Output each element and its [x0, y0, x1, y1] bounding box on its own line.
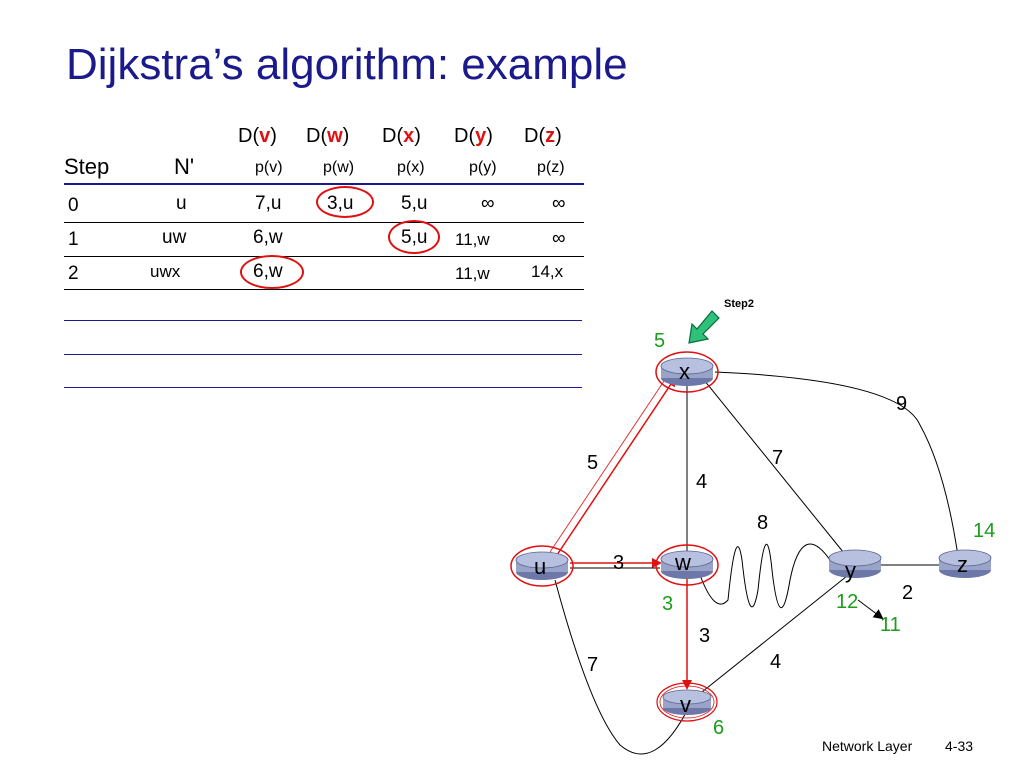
row0-step: 0 — [68, 195, 79, 216]
header-var: v — [259, 125, 271, 147]
cost-x-y: 7 — [772, 447, 783, 469]
node-u: u — [510, 545, 574, 587]
header-prefix: D( — [306, 125, 328, 147]
node-label-z: z — [957, 552, 968, 577]
pred-header-z: p(z) — [537, 159, 565, 176]
cost-u-v: 7 — [587, 654, 598, 676]
empty-row-rule — [64, 320, 582, 321]
pred-header-x: p(x) — [397, 159, 425, 176]
node-z: z — [938, 549, 992, 578]
footer-page: 4-33 — [945, 738, 974, 754]
node-label-u: u — [534, 554, 546, 579]
cost-x-w: 4 — [696, 471, 707, 493]
cost-y-z: 2 — [902, 582, 913, 604]
cost-w-y: 8 — [757, 512, 768, 534]
row0-y: ∞ — [481, 193, 495, 214]
header-dz: D(z) — [524, 126, 562, 146]
row1-v: 6,w — [253, 227, 283, 248]
node-v: v — [656, 682, 718, 722]
pred-header-v: p(v) — [255, 159, 283, 176]
row2-n: uwx — [150, 262, 181, 281]
header-dx: D(x) — [382, 126, 421, 146]
cost-u-x: 5 — [587, 452, 598, 474]
row0-z: ∞ — [552, 193, 566, 214]
cost-v-y: 4 — [770, 651, 781, 673]
header-prefix: D( — [382, 125, 404, 147]
step-marker-arrow — [688, 310, 720, 344]
node-y: y — [828, 549, 882, 583]
header-var: w — [327, 125, 343, 147]
selected-cell-ring — [316, 186, 374, 218]
header-prefix: D( — [454, 125, 476, 147]
row0-v: 7,u — [255, 193, 282, 214]
row2-step: 2 — [68, 263, 79, 284]
selected-cell-ring — [240, 255, 304, 289]
n-header: N' — [174, 154, 195, 179]
edge-w-y — [699, 543, 831, 608]
row1-n: uw — [162, 227, 187, 248]
dist-w: 3 — [662, 593, 673, 615]
edge-x-y — [703, 379, 849, 559]
edge-x-z — [714, 371, 959, 557]
edge-u-v — [554, 579, 691, 755]
empty-row-rule — [64, 354, 582, 355]
y-update-arrow — [857, 599, 884, 620]
dist-y-old: 12 — [836, 591, 858, 613]
header-suffix: ) — [555, 125, 562, 147]
step-header: Step — [64, 154, 110, 179]
edge-v-y — [701, 571, 853, 693]
header-prefix: D( — [238, 125, 260, 147]
header-prefix: D( — [524, 125, 546, 147]
header-dw: D(w) — [306, 126, 349, 146]
slide-title: Dijkstra’s algorithm: example — [66, 40, 628, 89]
node-w: w — [655, 544, 719, 586]
dist-y-new: 11 — [880, 614, 901, 636]
selected-cell-ring — [388, 220, 440, 254]
pred-header-y: p(y) — [469, 159, 497, 176]
row1-y: 11,w — [455, 230, 490, 249]
cost-x-z: 9 — [896, 393, 907, 415]
row2-z: 14,x — [531, 262, 564, 281]
row-rule — [64, 222, 584, 223]
row0-x: 5,u — [401, 193, 428, 214]
row-rule — [64, 289, 584, 290]
row-rule — [64, 256, 584, 257]
empty-row-rule — [64, 387, 582, 388]
cost-w-v: 3 — [699, 625, 710, 647]
step-marker-label: Step2 — [724, 298, 754, 310]
dist-v: 6 — [713, 717, 724, 739]
header-suffix: ) — [342, 125, 350, 147]
node-label-v: v — [680, 692, 691, 717]
table-header-rule — [64, 183, 584, 185]
header-var: y — [475, 125, 487, 147]
node-label-y: y — [845, 558, 856, 583]
node-x: x — [655, 351, 719, 393]
header-suffix: ) — [486, 125, 493, 147]
dist-z: 14 — [973, 520, 995, 542]
dist-x: 5 — [654, 330, 665, 352]
header-dy: D(y) — [454, 126, 493, 146]
row0-n: u — [176, 193, 187, 214]
pred-header-w: p(w) — [323, 159, 355, 176]
row1-step: 1 — [68, 229, 79, 250]
node-label-x: x — [679, 359, 690, 384]
footer-chapter: Network Layer — [822, 738, 913, 754]
header-dv: D(v) — [238, 126, 277, 146]
header-var: z — [545, 125, 556, 147]
row1-z: ∞ — [552, 228, 566, 249]
header-suffix: ) — [414, 125, 421, 147]
header-var: x — [403, 125, 415, 147]
cost-u-w: 3 — [613, 552, 624, 574]
row2-y: 11,w — [455, 264, 490, 283]
edge-u-x-double — [549, 371, 671, 553]
edge-u-x — [554, 376, 677, 559]
node-label-w: w — [674, 550, 691, 575]
header-suffix: ) — [270, 125, 277, 147]
